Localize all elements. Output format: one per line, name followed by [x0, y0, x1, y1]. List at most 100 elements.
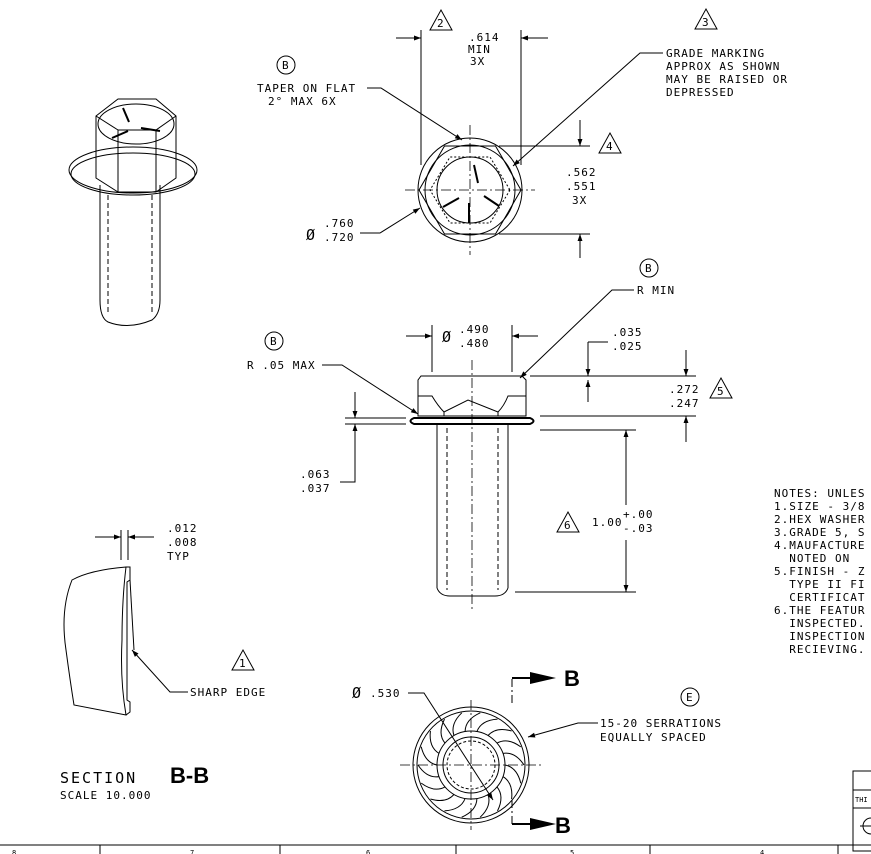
callout-b-letter-taper: B	[282, 59, 290, 72]
dim-012-lower: .008	[167, 536, 198, 549]
section-title-word: SECTION	[60, 769, 137, 787]
notes-line: INSPECTION	[774, 630, 865, 643]
title-block-fragment: THI	[852, 770, 871, 852]
notes-block: NOTES: UNLES 1.SIZE - 3/8 2.HEX WASHER 3…	[774, 487, 865, 656]
dim-562-upper: .562	[566, 166, 597, 179]
dim-063-lower: .037	[300, 482, 331, 495]
notes-line: 1.SIZE - 3/8	[774, 500, 865, 513]
serration-line	[444, 798, 466, 812]
callout-6-number: 6	[564, 519, 572, 532]
grade-marking-line-1: GRADE MARKING	[666, 47, 765, 60]
grade-marking-line-4: DEPRESSED	[666, 86, 735, 99]
serration-line	[476, 718, 498, 732]
serration-line	[464, 712, 481, 732]
top-view: 2 .614 MIN 3X 3 GRADE MARKING APPROX AS …	[257, 7, 788, 258]
callout-4-number: 4	[606, 140, 614, 153]
diameter-symbol-490: Ø	[442, 328, 453, 346]
serration-line	[502, 776, 513, 800]
sheet-border: 8 7 6 5 4	[0, 844, 871, 854]
section-marker-top: B	[564, 666, 580, 691]
dim-760-lower: .720	[324, 231, 355, 244]
serration-line	[430, 794, 455, 802]
diameter-symbol-530: Ø	[352, 684, 363, 702]
serration-line	[461, 798, 478, 818]
dim-530-value: .530	[370, 687, 401, 700]
grade-marking-line-2: APPROX AS SHOWN	[666, 60, 780, 73]
notes-line: 2.HEX WASHER	[774, 513, 865, 526]
dim-035-lower: .025	[612, 340, 643, 353]
callout-triangle-2	[429, 8, 453, 31]
dim-length-minus: -.03	[623, 522, 654, 535]
callout-triangle-4	[598, 131, 622, 154]
callout-triangle-1	[231, 648, 255, 671]
taper-note-line-1: TAPER ON FLAT	[257, 82, 356, 95]
callout-1-number: 1	[239, 657, 247, 670]
serration-line	[504, 764, 522, 784]
section-view: .012 .008 TYP 1 SHARP EDGE SECTION B-B S…	[60, 522, 266, 802]
notes-line: 5.FINISH - Z	[774, 565, 865, 578]
taper-note-line-2: 2° MAX 6X	[268, 95, 337, 108]
serration-line	[502, 752, 525, 766]
callout-3-number: 3	[702, 16, 710, 29]
callout-triangle-5	[709, 376, 733, 399]
callout-circle-b-r05	[264, 331, 284, 351]
callout-e-letter: E	[686, 691, 694, 704]
title-block-text: THI	[855, 796, 868, 804]
zone-label: 4	[760, 849, 765, 854]
serrations	[417, 712, 525, 818]
section-scale-label: SCALE 10.000	[60, 789, 151, 802]
bottom-view: Ø .530 B B E 15-20 SERRATIONS EQUALLY SP…	[352, 666, 722, 838]
dim-562-lower: .551	[566, 180, 597, 193]
notes-line: NOTES: UNLES	[774, 487, 865, 500]
callout-circle-b-taper	[276, 55, 296, 75]
zone-label: 5	[570, 849, 575, 854]
notes-line: CERTIFICAT	[774, 591, 865, 604]
dim-272-upper: .272	[669, 383, 700, 396]
serrations-line-2: EQUALLY SPACED	[600, 731, 707, 744]
notes-line: TYPE II FI	[774, 578, 865, 591]
section-marker-bottom: B	[555, 813, 571, 838]
serration-line	[496, 740, 522, 748]
diameter-symbol-760: Ø	[306, 226, 317, 244]
callout-triangle-6	[556, 510, 580, 533]
notes-line: NOTED ON	[774, 552, 850, 565]
dim-562-qty: 3X	[572, 194, 587, 207]
callout-triangle-3	[694, 7, 718, 30]
dim-490-upper: .490	[459, 323, 490, 336]
r-min-label: R MIN	[637, 284, 675, 297]
dim-272-lower: .247	[669, 397, 700, 410]
callout-2-number: 2	[437, 17, 445, 30]
serration-line	[496, 786, 502, 812]
dim-490-lower: .480	[459, 337, 490, 350]
dim-063-upper: .063	[300, 468, 331, 481]
notes-line: 3.GRADE 5, S	[774, 526, 865, 539]
grade-marking-line-3: MAY BE RAISED OR	[666, 73, 788, 86]
serration-line	[440, 718, 446, 744]
dim-012-typ: TYP	[167, 550, 190, 563]
dim-012-upper: .012	[167, 522, 198, 535]
section-title-letters: B-B	[170, 763, 209, 788]
callout-circle-b-rmin	[639, 258, 659, 278]
notes-line: RECIEVING.	[774, 643, 865, 656]
dim-614-value: .614	[469, 31, 500, 44]
sharp-edge-label: SHARP EDGE	[190, 686, 266, 699]
notes-line: 6.THE FEATUR	[774, 604, 865, 617]
dim-length-nominal: 1.00	[592, 516, 623, 529]
callout-5-number: 5	[717, 385, 725, 398]
serrations-line-1: 15-20 SERRATIONS	[600, 717, 722, 730]
r05-max-label: R .05 MAX	[247, 359, 316, 372]
serration-line	[417, 764, 440, 778]
serration-line	[429, 730, 440, 754]
isometric-view	[68, 98, 198, 326]
notes-line: 4.MAUFACTURE	[774, 539, 865, 552]
zone-label: 7	[190, 849, 195, 854]
dim-760-upper: .760	[324, 217, 355, 230]
callout-b-letter-rmin: B	[645, 262, 653, 275]
side-view: B R MIN B R .05 MAX Ø .490 .480 .035 .02…	[247, 258, 733, 610]
serration-line	[452, 712, 463, 736]
zone-label: 8	[12, 849, 17, 854]
serration-line	[420, 746, 438, 766]
callout-b-letter-r05: B	[270, 335, 278, 348]
serration-line	[420, 782, 446, 790]
